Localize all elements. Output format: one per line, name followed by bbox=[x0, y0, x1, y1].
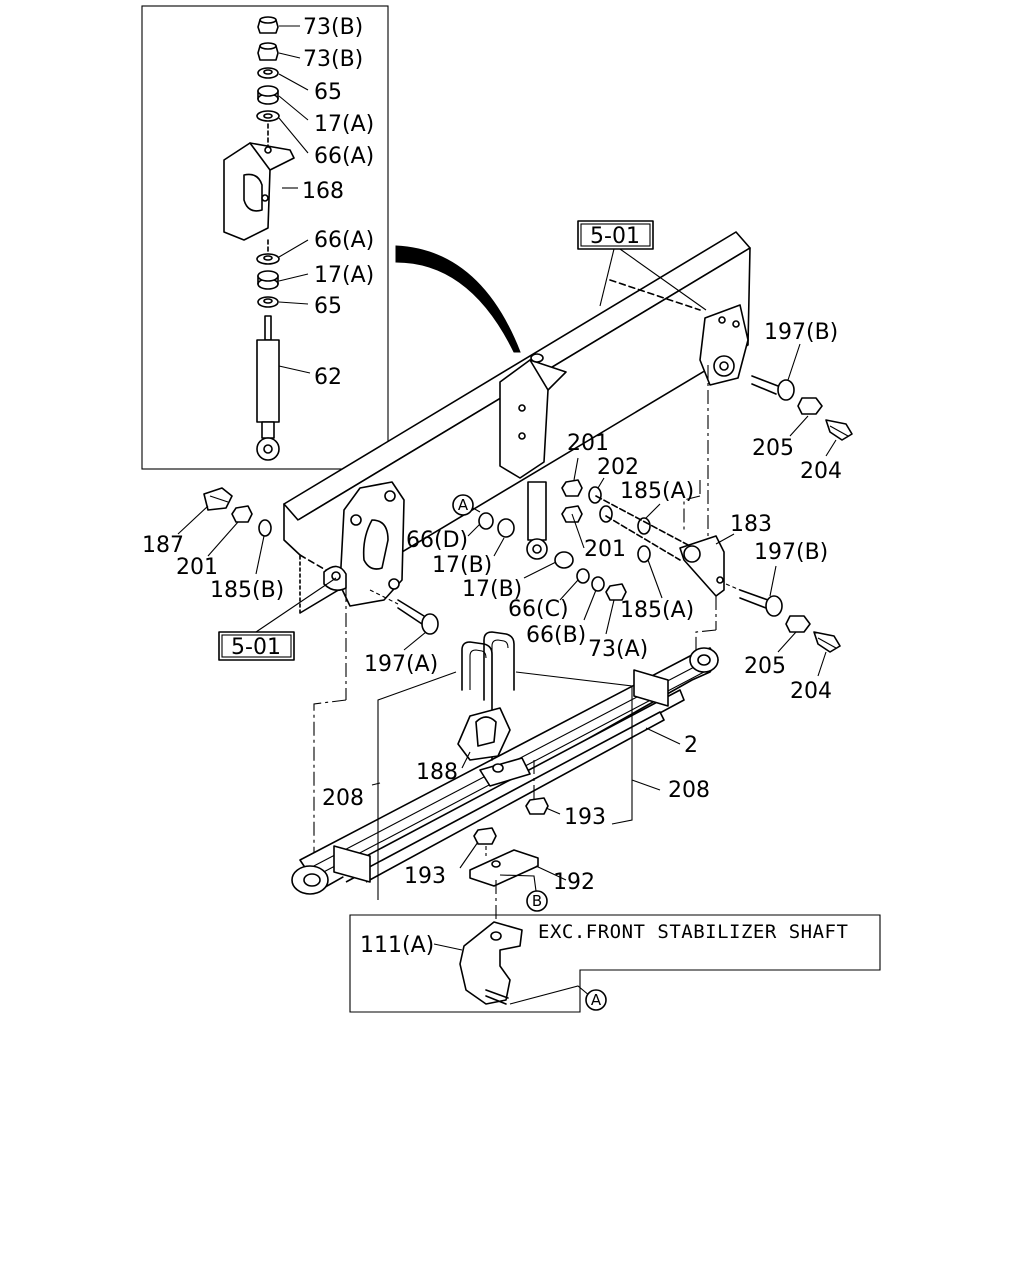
marker-a-main: A bbox=[452, 494, 481, 516]
label-17a: 17(A) bbox=[314, 263, 374, 288]
washer-65-lower-icon bbox=[257, 296, 279, 308]
plate-192 bbox=[469, 849, 539, 887]
label-17b: 17(B) bbox=[462, 577, 522, 602]
rear-hanger-bracket bbox=[699, 304, 749, 540]
label-208: 208 bbox=[668, 778, 710, 803]
bushing-17a-upper-icon bbox=[257, 85, 279, 105]
svg-text:A: A bbox=[458, 496, 469, 514]
label-168: 168 bbox=[302, 179, 344, 204]
label-201: 201 bbox=[176, 555, 218, 580]
u-bolt-208-rear bbox=[483, 631, 515, 701]
nut-193-front-icon bbox=[473, 827, 497, 845]
label-204: 204 bbox=[800, 459, 842, 484]
nut-73b-lower-icon bbox=[257, 42, 279, 61]
washer-66b-icon bbox=[591, 576, 605, 592]
label-201: 201 bbox=[584, 537, 626, 562]
part-labels: 73(B) 73(B) 65 17(A) 66(A) 168 66(A) 17(… bbox=[142, 15, 848, 958]
label-65: 65 bbox=[314, 294, 342, 319]
label-204: 204 bbox=[790, 679, 832, 704]
exclusion-note: EXC.FRONT STABILIZER SHAFT bbox=[538, 921, 848, 943]
label-185b: 185(B) bbox=[210, 578, 284, 603]
ref-box-5-01-bottom: 5-01 bbox=[218, 577, 337, 661]
label-208: 208 bbox=[322, 786, 364, 811]
ref-box-5-01-top: 5-01 bbox=[577, 220, 707, 311]
label-185a: 185(A) bbox=[620, 479, 694, 504]
shock-absorber-main-icon bbox=[526, 481, 548, 560]
label-188: 188 bbox=[416, 760, 458, 785]
label-185a: 185(A) bbox=[620, 598, 694, 623]
label-193: 193 bbox=[404, 864, 446, 889]
shock-absorber-inset bbox=[141, 5, 389, 470]
label-66a: 66(A) bbox=[314, 144, 374, 169]
shackle-183 bbox=[679, 535, 725, 650]
nut-73b-upper-icon bbox=[257, 16, 279, 34]
callout-arrow-icon bbox=[395, 245, 521, 353]
svg-text:B: B bbox=[532, 892, 542, 910]
washer-66d-icon bbox=[478, 512, 494, 530]
label-66c: 66(C) bbox=[508, 597, 569, 622]
washer-66c-icon bbox=[576, 568, 590, 584]
bolt-197a-icon bbox=[369, 589, 439, 635]
label-65: 65 bbox=[314, 80, 342, 105]
label-205: 205 bbox=[744, 654, 786, 679]
label-66a: 66(A) bbox=[314, 228, 374, 253]
label-73b: 73(B) bbox=[303, 15, 363, 40]
label-197a: 197(A) bbox=[364, 652, 438, 677]
bracket-168-icon bbox=[223, 142, 295, 241]
label-205: 205 bbox=[752, 436, 794, 461]
label-17a: 17(A) bbox=[314, 112, 374, 137]
label-187: 187 bbox=[142, 533, 184, 558]
label-197b: 197(B) bbox=[764, 320, 838, 345]
label-66d: 66(D) bbox=[406, 528, 468, 553]
label-192: 192 bbox=[553, 870, 595, 895]
label-201: 201 bbox=[567, 431, 609, 456]
label-73b: 73(B) bbox=[303, 47, 363, 72]
nut-205-upper-icon bbox=[797, 397, 823, 415]
label-197b: 197(B) bbox=[754, 540, 828, 565]
spacer-block bbox=[479, 757, 531, 787]
shock-mount-bracket bbox=[499, 353, 567, 479]
svg-text:5-01: 5-01 bbox=[590, 224, 640, 249]
label-17b: 17(B) bbox=[432, 553, 492, 578]
nut-193-rear-icon bbox=[525, 797, 549, 815]
bolt-197b-upper-icon bbox=[751, 375, 795, 401]
washer-65-upper-icon bbox=[257, 67, 279, 79]
label-2: 2 bbox=[684, 733, 698, 758]
grease-nipple-204-upper-icon bbox=[825, 419, 853, 441]
nut-73a-icon bbox=[605, 583, 627, 601]
nut-205-lower-icon bbox=[785, 615, 811, 633]
svg-text:A: A bbox=[591, 991, 602, 1009]
svg-text:5-01: 5-01 bbox=[231, 635, 281, 660]
bushing-17a-lower-icon bbox=[257, 270, 279, 290]
label-183: 183 bbox=[730, 512, 772, 537]
small-parts-group bbox=[561, 479, 701, 563]
label-62: 62 bbox=[314, 365, 342, 390]
grease-nipple-187-icon bbox=[203, 487, 233, 511]
bushing-17b-lower-icon bbox=[554, 551, 574, 569]
washer-66a-lower-icon bbox=[256, 253, 280, 265]
shock-absorber-62-icon bbox=[256, 315, 280, 461]
marker-a-inset: A bbox=[585, 989, 607, 1011]
u-bolt-seat-188 bbox=[457, 707, 511, 761]
label-111a: 111(A) bbox=[360, 933, 434, 958]
label-202: 202 bbox=[597, 455, 639, 480]
marker-b: B bbox=[499, 874, 548, 912]
label-66b: 66(B) bbox=[526, 623, 586, 648]
nut-201-left-icon bbox=[231, 505, 253, 523]
bushing-17b-upper-icon bbox=[497, 518, 515, 538]
grease-nipple-204-lower-icon bbox=[813, 631, 841, 653]
label-73a: 73(A) bbox=[588, 637, 648, 662]
stabilizer-inset bbox=[349, 914, 881, 1013]
label-193: 193 bbox=[564, 805, 606, 830]
washer-185b-icon bbox=[258, 519, 272, 537]
bolt-197b-lower-icon bbox=[725, 583, 783, 617]
washer-66a-upper-icon bbox=[256, 110, 280, 122]
bracket-111a-icon bbox=[459, 921, 523, 1005]
